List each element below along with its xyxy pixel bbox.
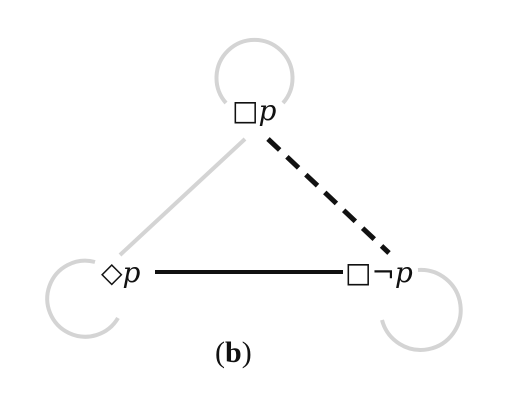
top-node-self-loop bbox=[214, 37, 295, 105]
node-left-label: ◇p bbox=[101, 256, 141, 289]
right-node-self-loop bbox=[380, 267, 463, 352]
edge-top-left bbox=[118, 137, 247, 257]
node-top-label: □p bbox=[232, 94, 276, 127]
node-right-label: □¬p bbox=[345, 256, 413, 289]
edge-top-right bbox=[266, 137, 391, 255]
figure-caption: (b) bbox=[215, 336, 252, 369]
caption-letter: b bbox=[225, 336, 242, 369]
caption-open-paren: ( bbox=[215, 336, 225, 369]
left-node-self-loop bbox=[45, 258, 120, 339]
caption-close-paren: ) bbox=[242, 336, 252, 369]
